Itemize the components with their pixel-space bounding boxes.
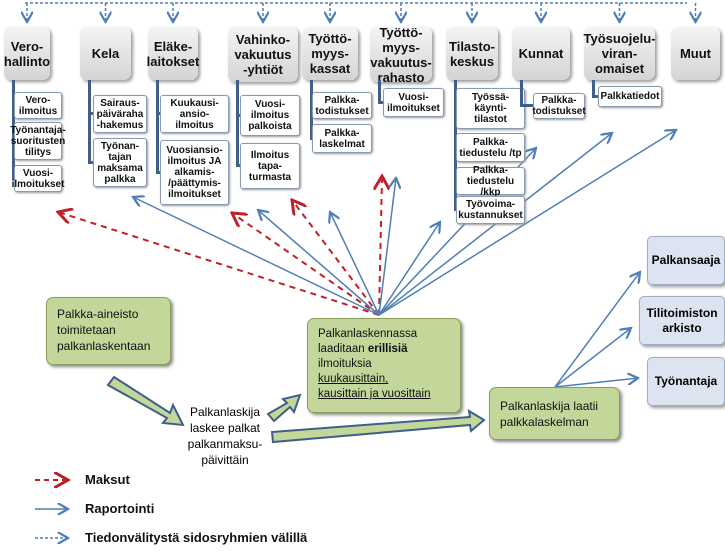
bracket-line: [378, 80, 381, 102]
bracket-tick: [12, 176, 14, 180]
bracket-line: [520, 80, 523, 105]
legend-icons: [35, 480, 68, 538]
bracket-tick: [12, 139, 14, 142]
stakeholder-box: Kela: [80, 27, 131, 80]
reporting-arrow: [133, 197, 380, 316]
report-item: Työvoima- kustannukset: [456, 196, 525, 224]
legend-payments: Maksut: [85, 472, 130, 487]
reports-text-2: ilmoituksia: [318, 358, 372, 370]
report-item: Vero- ilmoitus: [14, 92, 62, 119]
bracket-line: [310, 80, 313, 138]
payment-arrow: [58, 212, 380, 316]
report-item: Vuosi- ilmoitukset: [383, 88, 444, 117]
flow-arrow-3: [270, 409, 486, 444]
payment-arrow: [379, 176, 382, 316]
bracket-tick: [592, 94, 598, 98]
stakeholder-box: Muut: [671, 27, 720, 80]
arrow-to-tilitoimisto: [554, 328, 631, 388]
bracket-line: [592, 80, 595, 96]
stakeholder-box: Vahinko- vakuutus -yhtiöt: [228, 27, 298, 82]
bracket-tick: [310, 103, 312, 107]
reports-text-1: Palkanlaskennassa laaditaan: [318, 328, 418, 355]
report-item: Palkka- tiedustelu /kkp: [456, 165, 525, 198]
bracket-tick: [236, 164, 240, 167]
bracket-tick: [520, 104, 533, 107]
calc-text: Palkanlaskija laskee palkat palkanmaksu-…: [187, 405, 263, 467]
stakeholder-box: Työttö- myys- vakuutus- rahasto: [370, 24, 432, 85]
stakeholder-box: Eläke- laitokset: [147, 27, 199, 80]
flow-arrow-2: [266, 393, 302, 423]
legend-reporting: Raportointi: [85, 501, 155, 516]
recipient-palkansaaja: Palkansaaja: [647, 236, 725, 285]
report-item: Työssä- käynti- tilastot: [456, 88, 525, 129]
stakeholder-box: Työttö- myys- kassat: [302, 27, 358, 80]
reporting-and-payment-arrows: [58, 130, 676, 316]
bracket-tick: [88, 160, 93, 164]
stakeholder-box: Vero- hallinto: [4, 27, 50, 80]
report-item: Sairaus- päiväraha -hakemus: [93, 95, 147, 133]
stakeholder-box: Työsuojelu- viran- omaiset: [584, 27, 656, 80]
report-item: Vuosiansio- ilmoitus JA alkamis- /päätty…: [160, 140, 229, 205]
report-item: Työnantaja- suoritusten tilitys: [10, 122, 66, 160]
material-box: Palkka-aineisto toimitetaan palkanlasken…: [46, 297, 171, 365]
report-item: Palkkatiedot: [598, 86, 662, 107]
reporting-arrow: [258, 210, 380, 316]
bracket-tick: [454, 179, 456, 182]
report-item: Palkka- laskelmat: [312, 124, 372, 153]
payment-arrow: [232, 213, 380, 316]
bracket-tick: [454, 145, 456, 149]
report-item: Palkka- todistukset: [312, 92, 372, 119]
arrow-to-palkansaaja: [554, 272, 640, 388]
bracket-line: [236, 80, 239, 165]
bracket-tick: [88, 112, 93, 115]
info-exchange-lines: [25, 2, 696, 22]
reports-box: Palkanlaskennassa laaditaan erillisiä il…: [307, 318, 461, 413]
payment-arrow: [292, 200, 380, 316]
bracket-line: [454, 80, 457, 209]
report-item: Työnan- tajan maksama palkka: [93, 138, 147, 187]
report-item: Kuukausi- ansio- ilmoitus: [160, 95, 229, 133]
payslip-box: Palkanlaskija laatii palkkalaskelman: [489, 387, 620, 440]
report-item: Ilmoitus tapa- turmasta: [240, 143, 300, 189]
legend-info: Tiedonvälitystä sidosryhmien välillä: [85, 530, 308, 545]
stakeholder-box: Kunnat: [512, 27, 570, 80]
bracket-line: [12, 80, 15, 178]
bracket-line: [88, 80, 91, 162]
reporting-arrow: [330, 212, 380, 316]
reporting-arrow: [378, 178, 396, 316]
bracket-tick: [454, 106, 456, 110]
bracket-tick: [156, 170, 160, 174]
bracket-tick: [12, 103, 14, 107]
reporting-arrow: [378, 130, 676, 316]
bracket-line: [156, 80, 159, 172]
process-flow-arrows: [106, 272, 640, 444]
report-item: Vuosi- ilmoitus palkoista: [240, 95, 300, 136]
reports-text-underlined: kuukausittain, kausittain ja vuosittain: [318, 373, 431, 400]
bracket-tick: [310, 136, 312, 140]
bracket-tick: [454, 208, 456, 211]
recipient-tilitoimisto: Tilitoimiston arkisto: [639, 296, 725, 345]
bracket-tick: [378, 100, 383, 104]
reporting-arrow: [378, 133, 612, 316]
bracket-tick: [156, 112, 160, 115]
stakeholder-box: Tilasto- keskus: [446, 27, 498, 80]
reporting-arrow: [378, 222, 440, 316]
arrow-to-tyonantaja: [554, 378, 638, 388]
reports-text-bold: erillisiä: [367, 343, 408, 355]
report-item: Vuosi- ilmoitukset: [12, 165, 64, 192]
bracket-tick: [236, 113, 240, 117]
report-item: Palkka- tiedustelu /tp: [456, 133, 525, 162]
flow-arrow-1: [106, 375, 185, 427]
report-item: Palkka- todistukset: [532, 93, 586, 119]
recipient-tyonantaja: Työnantaja: [647, 357, 725, 406]
